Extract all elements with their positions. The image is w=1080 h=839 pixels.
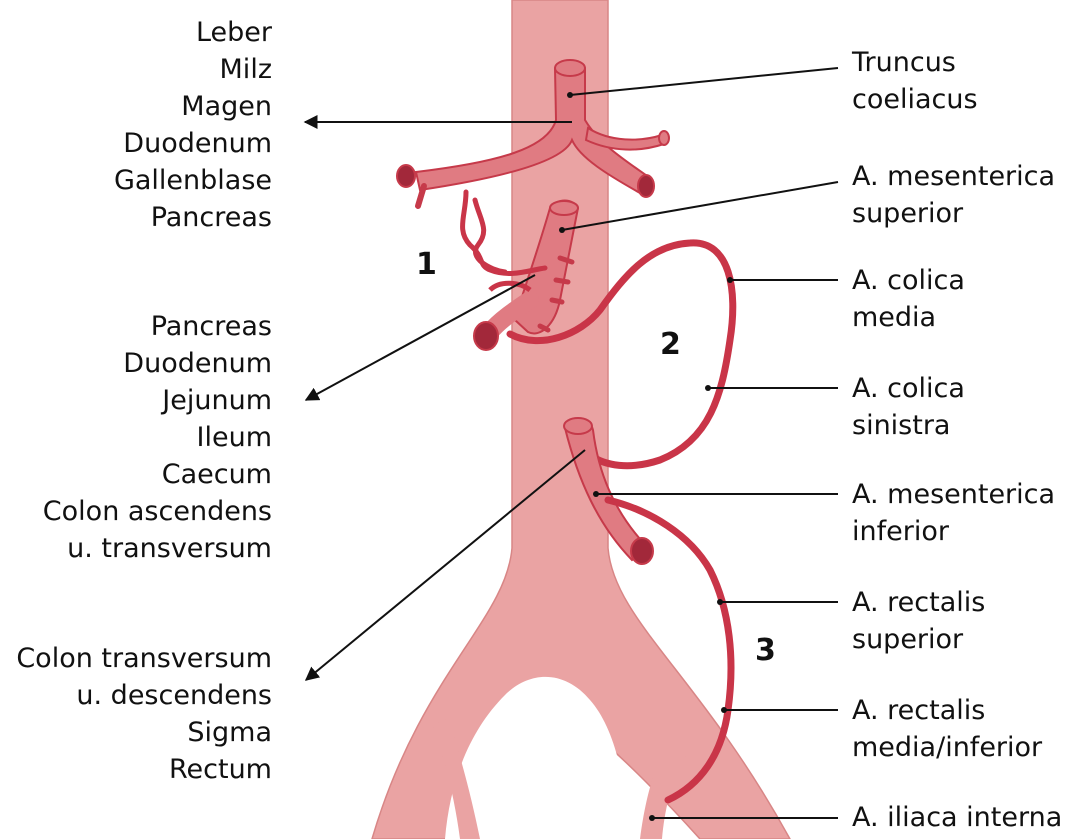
- artery-label-line: inferior: [852, 513, 1055, 550]
- leader-dot: [717, 599, 723, 605]
- leader-dot: [559, 227, 565, 233]
- organ-label: Sigma: [16, 714, 272, 751]
- leader-dot: [727, 277, 733, 283]
- artery-label-line: A. mesenterica: [852, 158, 1055, 195]
- organ-label: Magen: [114, 88, 272, 125]
- organ-label: Duodenum: [43, 345, 272, 382]
- artery-label-line: coeliacus: [852, 81, 978, 118]
- artery-label-line: media/inferior: [852, 729, 1042, 766]
- organ-label: Ileum: [43, 419, 272, 456]
- label-a-mesenterica-inferior: A. mesenterica inferior: [852, 476, 1055, 550]
- organ-label: Jejunum: [43, 382, 272, 419]
- a-mesenterica-superior-origin: [550, 201, 578, 215]
- a-mesenterica-inferior-origin: [564, 418, 592, 434]
- anastomosis-number-2: 2: [660, 330, 681, 360]
- label-a-colica-media: A. colica media: [852, 262, 965, 336]
- organ-label: Colon transversum: [16, 640, 272, 677]
- artery-label-line: superior: [852, 621, 985, 658]
- artery-label-line: superior: [852, 195, 1055, 232]
- organ-group-coeliac: Leber Milz Magen Duodenum Gallenblase Pa…: [114, 14, 272, 236]
- artery-label-line: sinistra: [852, 407, 965, 444]
- truncus-branch-lower-end: [638, 175, 654, 197]
- organ-label: Duodenum: [114, 125, 272, 162]
- label-a-rectalis-superior: A. rectalis superior: [852, 584, 985, 658]
- leader-dot: [567, 92, 573, 98]
- anastomosis-number-1: 1: [416, 250, 437, 280]
- artery-label-line: A. rectalis: [852, 692, 1042, 729]
- a-mesenterica-inferior-end: [631, 538, 653, 564]
- label-a-mesenterica-superior: A. mesenterica superior: [852, 158, 1055, 232]
- leader-dot: [649, 815, 655, 821]
- artery-label-line: media: [852, 299, 965, 336]
- label-a-iliaca-interna: A. iliaca interna: [852, 799, 1062, 836]
- leader-dot: [721, 707, 727, 713]
- organ-label: Colon ascendens: [43, 493, 272, 530]
- organ-label: Caecum: [43, 456, 272, 493]
- sma-lower-branch-end: [474, 322, 498, 350]
- artery-label-line: A. colica: [852, 370, 965, 407]
- artery-label-line: A. colica: [852, 262, 965, 299]
- truncus-branch-left-end: [397, 165, 415, 187]
- truncus-coeliacus-origin: [555, 60, 585, 76]
- organ-label: u. descendens: [16, 677, 272, 714]
- organ-group-ima: Colon transversum u. descendens Sigma Re…: [16, 640, 272, 788]
- artery-label-line: A. mesenterica: [852, 476, 1055, 513]
- artery-label-line: A. rectalis: [852, 584, 985, 621]
- organ-label: Pancreas: [43, 308, 272, 345]
- organ-group-sma: Pancreas Duodenum Jejunum Ileum Caecum C…: [43, 308, 272, 567]
- truncus-branch-right-end: [659, 131, 669, 145]
- label-a-rectalis-media-inferior: A. rectalis media/inferior: [852, 692, 1042, 766]
- organ-label: Gallenblase: [114, 162, 272, 199]
- organ-label: Pancreas: [114, 199, 272, 236]
- organ-label: Leber: [114, 14, 272, 51]
- label-truncus-coeliacus: Truncus coeliacus: [852, 44, 978, 118]
- arrow-sma-organs: [306, 275, 535, 400]
- organ-label: Milz: [114, 51, 272, 88]
- artery-label-line: Truncus: [852, 44, 978, 81]
- organ-label: u. transversum: [43, 530, 272, 567]
- leader-truncus-coeliacus: [570, 68, 838, 95]
- leader-dot: [705, 385, 711, 391]
- leader-dot: [593, 491, 599, 497]
- label-a-colica-sinistra: A. colica sinistra: [852, 370, 965, 444]
- organ-label: Rectum: [16, 751, 272, 788]
- artery-label-line: A. iliaca interna: [852, 799, 1062, 836]
- anastomosis-number-3: 3: [755, 636, 776, 666]
